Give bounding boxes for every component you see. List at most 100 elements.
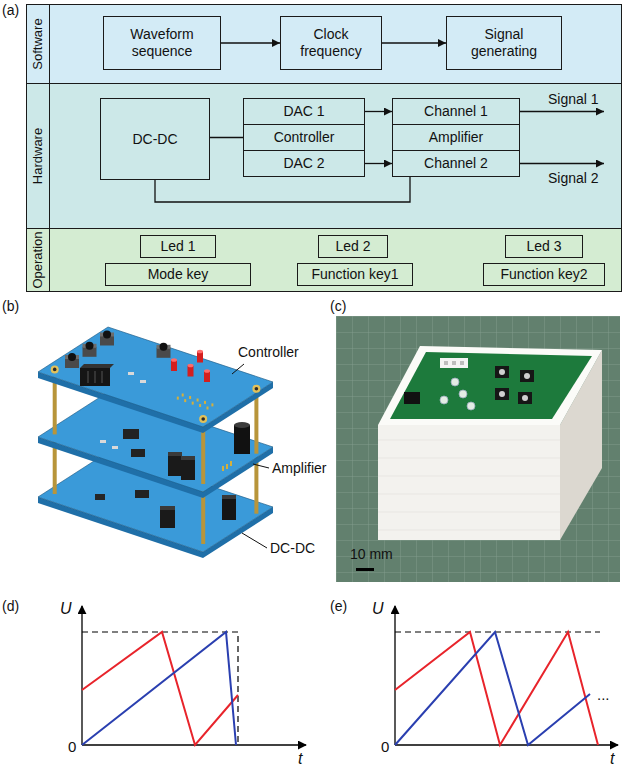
push-button xyxy=(103,331,111,339)
pin xyxy=(211,403,213,406)
module-box: DC-DC xyxy=(100,98,210,180)
scale-label: 10 mm xyxy=(350,546,393,562)
print-layer xyxy=(378,494,560,495)
pin xyxy=(197,399,199,402)
layer-title: Hardware xyxy=(31,128,45,184)
box-text: Led 3 xyxy=(526,238,561,255)
module-box: DAC 2 xyxy=(243,150,365,177)
controller-board xyxy=(38,327,273,433)
signal-arrow xyxy=(520,163,604,164)
smd-part xyxy=(128,372,134,375)
indicator-box: Led 2 xyxy=(318,235,388,258)
inductor xyxy=(160,506,175,510)
print-layer xyxy=(378,476,560,477)
band-divider xyxy=(49,229,50,291)
leader-line xyxy=(253,464,269,468)
connector xyxy=(88,371,89,383)
mounting-hole xyxy=(255,387,259,391)
box-text: Mode key xyxy=(148,266,209,283)
panel-label: (c) xyxy=(330,298,346,314)
push-button xyxy=(499,369,505,375)
channel-2-wave xyxy=(82,632,236,745)
connector xyxy=(365,111,392,112)
pin xyxy=(222,466,224,471)
connector xyxy=(80,364,114,368)
box-text: Channel 1 xyxy=(424,103,488,120)
process-box: Waveform sequence xyxy=(103,16,221,70)
push-button xyxy=(495,388,509,400)
x-axis xyxy=(395,744,618,745)
mounting-hole xyxy=(252,385,260,393)
pin xyxy=(177,397,179,400)
board-face xyxy=(38,327,273,427)
capacitor xyxy=(234,422,250,428)
connector xyxy=(222,495,236,499)
band-fill xyxy=(26,228,622,292)
box-text: DAC 1 xyxy=(283,103,324,120)
connector xyxy=(365,163,392,164)
module-box: Channel 1 xyxy=(392,98,520,125)
axis-origin: 0 xyxy=(381,738,389,755)
mounting-hole xyxy=(201,417,205,421)
pcb-stack xyxy=(38,327,273,558)
pin-header xyxy=(444,361,448,365)
module-box: Channel 2 xyxy=(392,150,520,177)
channel-1-wave xyxy=(395,632,598,745)
key-box: Mode key xyxy=(105,263,251,286)
enclosure-front xyxy=(378,425,560,540)
box-text: Function key2 xyxy=(500,266,587,283)
panel-label: (b) xyxy=(2,298,19,314)
waveform-plot xyxy=(82,606,306,745)
box-text: DAC 2 xyxy=(283,155,324,172)
box-text: Clock frequency xyxy=(286,26,376,60)
box-text: Controller xyxy=(274,129,335,146)
module-box: DAC 1 xyxy=(243,98,365,125)
band-divider xyxy=(49,5,50,83)
pin xyxy=(204,401,206,404)
panel-label: (a) xyxy=(2,2,19,18)
push-button xyxy=(495,366,509,378)
pin xyxy=(230,461,232,466)
chip xyxy=(131,449,145,457)
push-button xyxy=(518,392,532,404)
smd-part xyxy=(140,380,146,383)
push-button xyxy=(160,343,168,351)
pin xyxy=(199,404,201,407)
indicator-box: Led 3 xyxy=(505,235,583,258)
box-text: Signal generating xyxy=(452,26,556,60)
box-text: Waveform sequence xyxy=(109,26,215,60)
layer-title: Software xyxy=(31,18,45,69)
led xyxy=(204,369,210,373)
axis-label: U xyxy=(60,600,72,618)
mounting-hole xyxy=(51,365,59,373)
print-layer xyxy=(378,530,560,531)
signal-name: Signal 2 xyxy=(548,170,599,186)
axis-origin: 0 xyxy=(68,738,76,755)
print-layer xyxy=(378,458,560,459)
mounting-hole xyxy=(53,368,57,372)
leader-line xyxy=(232,364,244,374)
channel-1-wave xyxy=(82,632,238,745)
process-box: Signal generating xyxy=(446,16,562,70)
pin xyxy=(184,399,186,402)
connector xyxy=(382,42,446,43)
key-box: Function key1 xyxy=(297,263,413,286)
key-box: Function key2 xyxy=(483,263,605,286)
pcb-top xyxy=(390,352,592,419)
box-text: Led 1 xyxy=(160,238,195,255)
chip xyxy=(123,429,139,439)
box-text: DC-DC xyxy=(132,131,177,148)
led xyxy=(171,358,177,362)
pin xyxy=(192,402,194,405)
print-layer xyxy=(378,440,560,441)
box-text: Led 2 xyxy=(335,238,370,255)
signal-name: Signal 1 xyxy=(548,91,599,107)
channel-2-wave xyxy=(395,632,590,745)
connector xyxy=(95,371,96,383)
inductor xyxy=(160,506,175,528)
connector xyxy=(155,177,410,202)
push-button xyxy=(524,373,530,379)
limit-line xyxy=(82,632,238,745)
signal-arrows xyxy=(520,112,604,164)
